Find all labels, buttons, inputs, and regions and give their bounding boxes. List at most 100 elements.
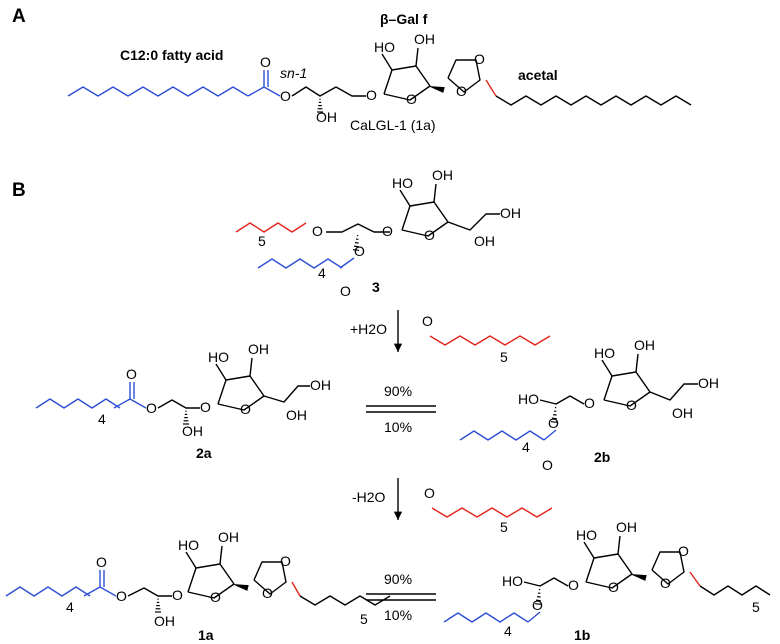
carbonyl-oxygen-label: O [340,283,351,299]
sn1-label: sn-1 [280,65,307,81]
acetal-oxygen-label: O [678,543,689,559]
bond [649,383,698,401]
fatty-acid-label: C12:0 fatty acid [120,47,223,63]
hydroxyl-label: HO [392,175,413,191]
dehydration-reagent: -H2O [352,489,386,505]
bond-lines [5,47,771,623]
bond [583,541,595,559]
hashed-bond [353,245,359,248]
repeat-subscript: 4 [504,623,512,639]
sugar-ring [401,201,449,237]
ester-bond [247,86,281,97]
acetal-oxygen-label: O [262,585,273,601]
acetal-ring [253,561,287,595]
ester-oxygen-label: O [354,243,365,259]
acetal-oxygen-label: O [660,575,671,591]
bond [601,359,613,377]
fatty-chain [5,586,91,597]
glycosidic-oxygen-label: O [382,223,393,239]
glycosidic-oxygen-label: O [568,577,579,593]
alkyl-chain [299,595,391,606]
carbonyl-oxygen-label: O [542,457,553,473]
ester-oxygen-label: O [146,400,157,416]
hydroxyl-label: HO [576,527,597,543]
hydroxyl-label: OH [432,167,453,183]
compound-1b-label: 1b [574,627,590,643]
acetal-oxygen-label: O [474,51,485,67]
repeat-subscript: 5 [258,233,266,249]
bond [689,571,701,587]
bond [215,363,227,381]
bond [635,353,639,373]
alkyl-chain [495,95,692,106]
hydroxyl-label: OH [182,423,203,439]
ester-oxygen-label: O [532,597,543,613]
repeat-subscript: 5 [500,349,508,365]
aldehyde-oxygen-label: O [422,313,433,329]
acetal-ring [447,59,481,93]
fatty-chain [257,258,343,269]
sugar-ring [187,563,235,599]
hashed-bond [535,599,541,602]
bond [219,545,223,565]
glycerol-chain [291,86,366,97]
aldehyde-chain [431,507,553,518]
bond [433,183,437,203]
hydroxyl-label: OH [218,529,239,545]
bond [381,53,393,71]
hashed-bond [551,417,557,420]
hydroxyl-label: OH [310,377,331,393]
hydroxyl-label: OH [286,407,307,423]
ring-oxygen-label: O [608,579,619,595]
panel-a-letter: A [12,6,26,27]
wedge-bond [232,584,249,591]
hydroxyl-label: OH [414,31,435,47]
repeat-subscript: 4 [522,439,530,455]
hydroxyl-label: OH [154,613,175,629]
hydroxyl-label: OH [248,341,269,357]
hashed-bond [534,603,542,605]
hydroxyl-label: OH [672,405,693,421]
hydroxyl-label: OH [698,375,719,391]
repeat-subscript: 5 [752,599,760,615]
glycosidic-oxygen-label: O [200,399,211,415]
bond [339,257,355,269]
bond [539,395,585,405]
equilibrium-percent: 90% [384,571,412,587]
bond [399,189,411,207]
glycosidic-oxygen-label: O [366,87,377,103]
equilibrium-percent: 10% [384,607,412,623]
hydroxyl-label: HO [594,345,615,361]
glycerol-chain [326,223,390,233]
ester-oxygen-label: O [280,88,291,104]
compound-name-label: CaLGL-1 (1a) [350,117,436,133]
bond [249,357,253,377]
repeat-subscript: 4 [318,265,326,281]
plasmalogen-chain [235,222,307,233]
sugar-ring [383,65,431,101]
repeat-subscript: 4 [66,599,74,615]
acetal-oxygen-label: O [456,83,467,99]
glycosidic-oxygen-label: O [172,587,183,603]
side-chain [447,213,500,231]
bond [527,611,541,623]
compound-1a-label: 1a [198,627,214,643]
ester-oxygen-label: O [548,415,559,431]
hydroxyl-label: HO [374,39,395,55]
glycerol-chain [127,587,172,597]
equilibrium-percent: 10% [384,419,412,435]
hydroxyl-label: HO [178,537,199,553]
ester-oxygen-label: O [116,588,127,604]
repeat-subscript: 5 [500,519,508,535]
ring-oxygen-label: O [424,227,435,243]
fatty-chain [35,398,121,409]
hydroxyl-label: OH [634,337,655,353]
hydroxyl-label: OH [474,233,495,249]
aldehyde-oxygen-label: O [424,485,435,501]
bond [543,429,557,441]
hydroxyl-label: OH [616,519,637,535]
fatty-chain [459,430,545,441]
ring-oxygen-label: O [626,397,637,413]
